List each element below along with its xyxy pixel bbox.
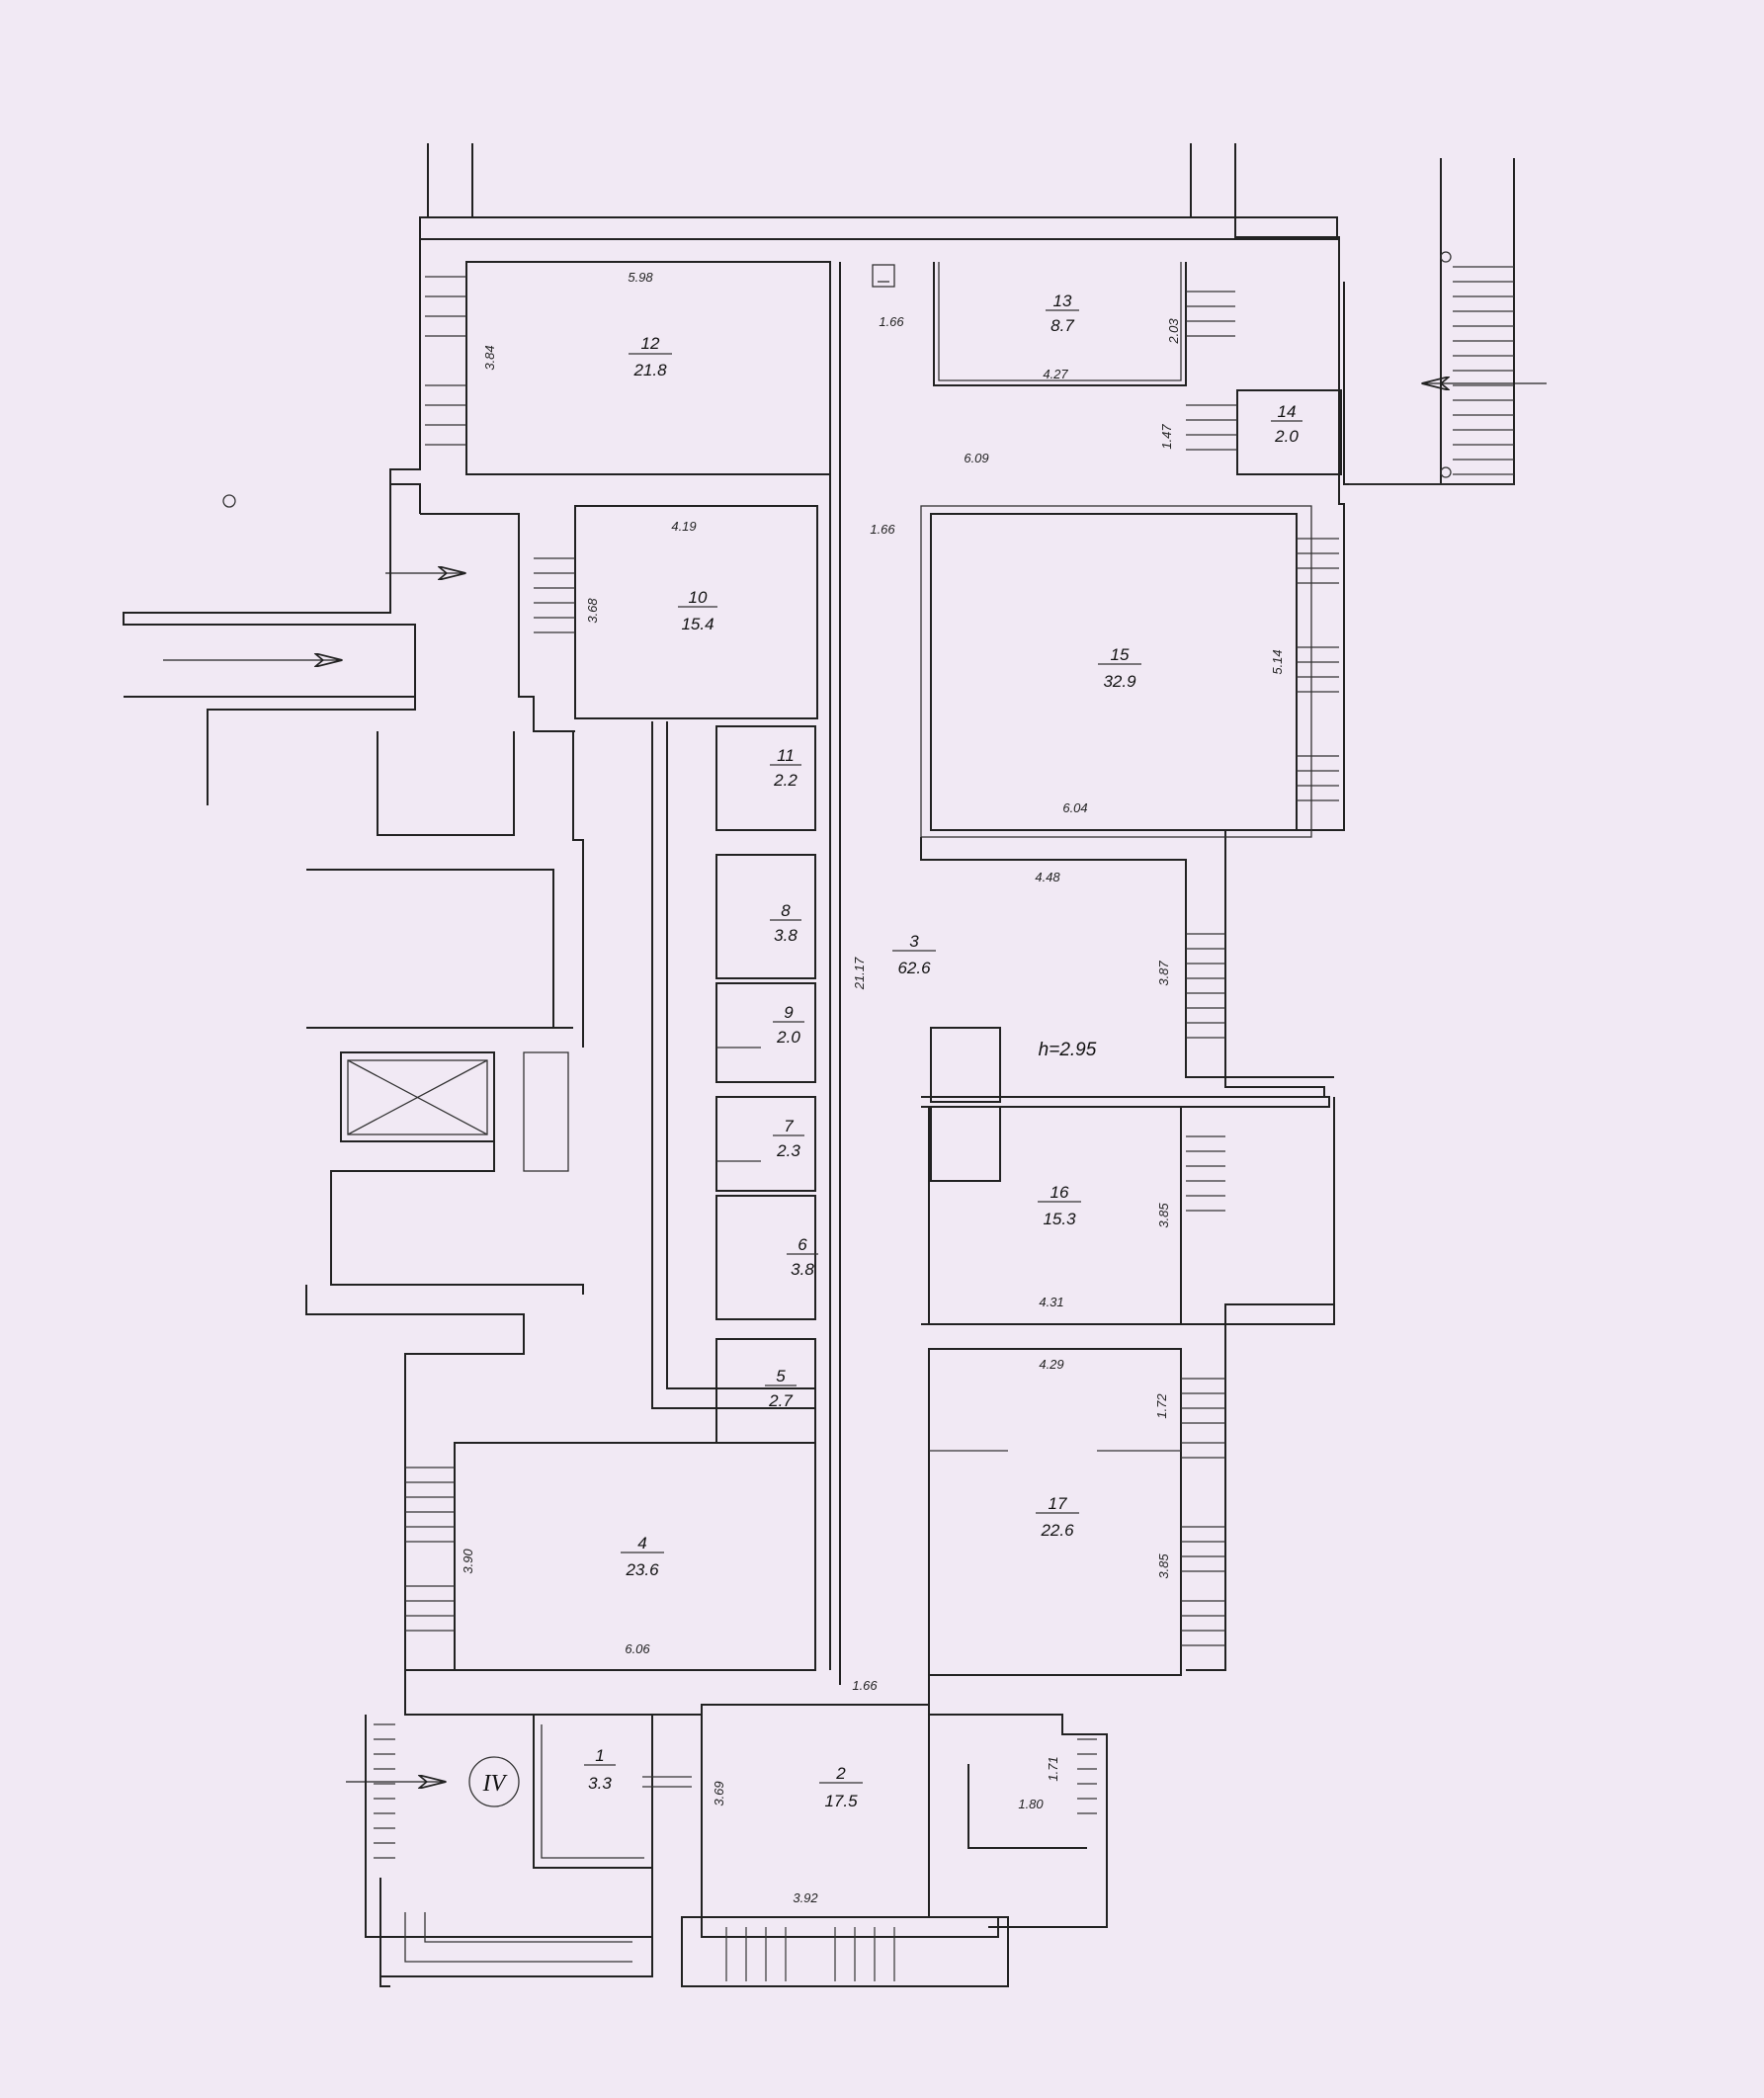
dim-3-87: 3.87 <box>1156 961 1171 986</box>
room-8-area: 3.8 <box>774 926 798 945</box>
room-14-area: 2.0 <box>1274 427 1299 446</box>
room-4-label: 4 23.6 <box>621 1534 664 1579</box>
room-10-label: 10 15.4 <box>678 588 717 633</box>
room-2-area: 17.5 <box>824 1792 858 1810</box>
room-10-area: 15.4 <box>681 615 714 633</box>
room-13-number: 13 <box>1053 292 1072 310</box>
dim-3-85-lower: 3.85 <box>1156 1553 1171 1579</box>
dim-6-06: 6.06 <box>625 1641 650 1656</box>
dim-3-85-upper: 3.85 <box>1156 1203 1171 1228</box>
ceiling-height-label: h=2.95 <box>1039 1040 1097 1060</box>
room-1-area: 3.3 <box>588 1774 612 1793</box>
dim-3-90: 3.90 <box>461 1549 475 1574</box>
entrance-mark-label: IV <box>482 1771 508 1797</box>
room-15-area: 32.9 <box>1103 672 1136 691</box>
room-7-area: 2.3 <box>776 1141 800 1160</box>
building-walls <box>123 143 1547 1987</box>
room-5-label: 5 2.7 <box>765 1367 797 1410</box>
room-16-label: 16 15.3 <box>1038 1183 1081 1228</box>
room-11-area: 2.2 <box>773 771 798 790</box>
room-4-area: 23.6 <box>625 1560 659 1579</box>
room-11-number: 11 <box>777 746 795 765</box>
dim-4-31: 4.31 <box>1039 1295 1063 1309</box>
room-9-area: 2.0 <box>776 1028 800 1047</box>
room-12-area: 21.8 <box>632 361 667 379</box>
dim-3-68: 3.68 <box>585 598 600 624</box>
dim-5-98: 5.98 <box>628 270 653 285</box>
room-9-number: 9 <box>784 1003 794 1022</box>
room-6-label: 6 3.8 <box>787 1235 818 1279</box>
dim-1-66-mid: 1.66 <box>870 522 895 537</box>
room-2-label: 2 17.5 <box>819 1764 863 1810</box>
room-3-label: 3 62.6 <box>892 932 936 977</box>
room-12-label: 12 21.8 <box>629 334 672 379</box>
room-1-label: 1 3.3 <box>584 1746 616 1793</box>
room-9-label: 9 2.0 <box>773 1003 804 1047</box>
dim-1-66-top: 1.66 <box>879 314 904 329</box>
room-5-area: 2.7 <box>768 1391 793 1410</box>
dim-4-27: 4.27 <box>1043 367 1068 381</box>
room-7-label: 7 2.3 <box>773 1117 804 1160</box>
room-17-label: 17 22.6 <box>1036 1494 1079 1540</box>
room-13-label: 13 8.7 <box>1046 292 1079 335</box>
room-10-number: 10 <box>689 588 708 607</box>
dim-1-72: 1.72 <box>1154 1393 1169 1419</box>
dim-6-04: 6.04 <box>1062 800 1087 815</box>
dim-5-14: 5.14 <box>1270 649 1285 674</box>
room-2-number: 2 <box>835 1764 846 1783</box>
dimension-labels: 5.98 3.84 1.66 2.03 4.27 1.47 6.09 4.19 … <box>461 270 1285 1905</box>
room-14-number: 14 <box>1278 402 1297 421</box>
room-1-number: 1 <box>595 1746 604 1765</box>
room-17-number: 17 <box>1049 1494 1067 1513</box>
dim-3-69: 3.69 <box>712 1781 726 1805</box>
dim-2-03: 2.03 <box>1166 318 1181 345</box>
dim-21-17: 21.17 <box>852 957 867 990</box>
room-3-area: 62.6 <box>897 959 931 977</box>
dim-4-48: 4.48 <box>1035 870 1060 884</box>
room-6-number: 6 <box>798 1235 807 1254</box>
room-15-number: 15 <box>1111 645 1130 664</box>
dim-4-29: 4.29 <box>1039 1357 1063 1372</box>
room-11-label: 11 2.2 <box>770 746 801 790</box>
room-labels: 12 21.8 13 8.7 14 2.0 10 15.4 11 2.2 15 … <box>482 292 1302 1810</box>
dim-1-47: 1.47 <box>1159 424 1174 450</box>
room-12-number: 12 <box>641 334 660 353</box>
room-14-label: 14 2.0 <box>1271 402 1302 446</box>
room-16-number: 16 <box>1050 1183 1069 1202</box>
room-17-area: 22.6 <box>1040 1521 1074 1540</box>
room-4-number: 4 <box>637 1534 646 1553</box>
dim-3-92: 3.92 <box>793 1890 818 1905</box>
room-16-area: 15.3 <box>1043 1210 1076 1228</box>
entrance-marker-circle <box>468 1756 520 1807</box>
room-8-label: 8 3.8 <box>770 901 801 945</box>
dim-3-84: 3.84 <box>482 345 497 370</box>
room-5-number: 5 <box>776 1367 786 1385</box>
room-8-number: 8 <box>781 901 791 920</box>
room-3-number: 3 <box>909 932 919 951</box>
dim-4-19: 4.19 <box>671 519 696 534</box>
dim-6-09: 6.09 <box>964 451 988 465</box>
dim-1-80: 1.80 <box>1018 1797 1044 1811</box>
dim-1-66-bottom: 1.66 <box>852 1678 878 1693</box>
room-7-number: 7 <box>784 1117 794 1135</box>
dim-1-71: 1.71 <box>1046 1756 1060 1781</box>
room-15-label: 15 32.9 <box>1098 645 1141 691</box>
room-13-area: 8.7 <box>1050 316 1074 335</box>
room-6-area: 3.8 <box>791 1260 814 1279</box>
